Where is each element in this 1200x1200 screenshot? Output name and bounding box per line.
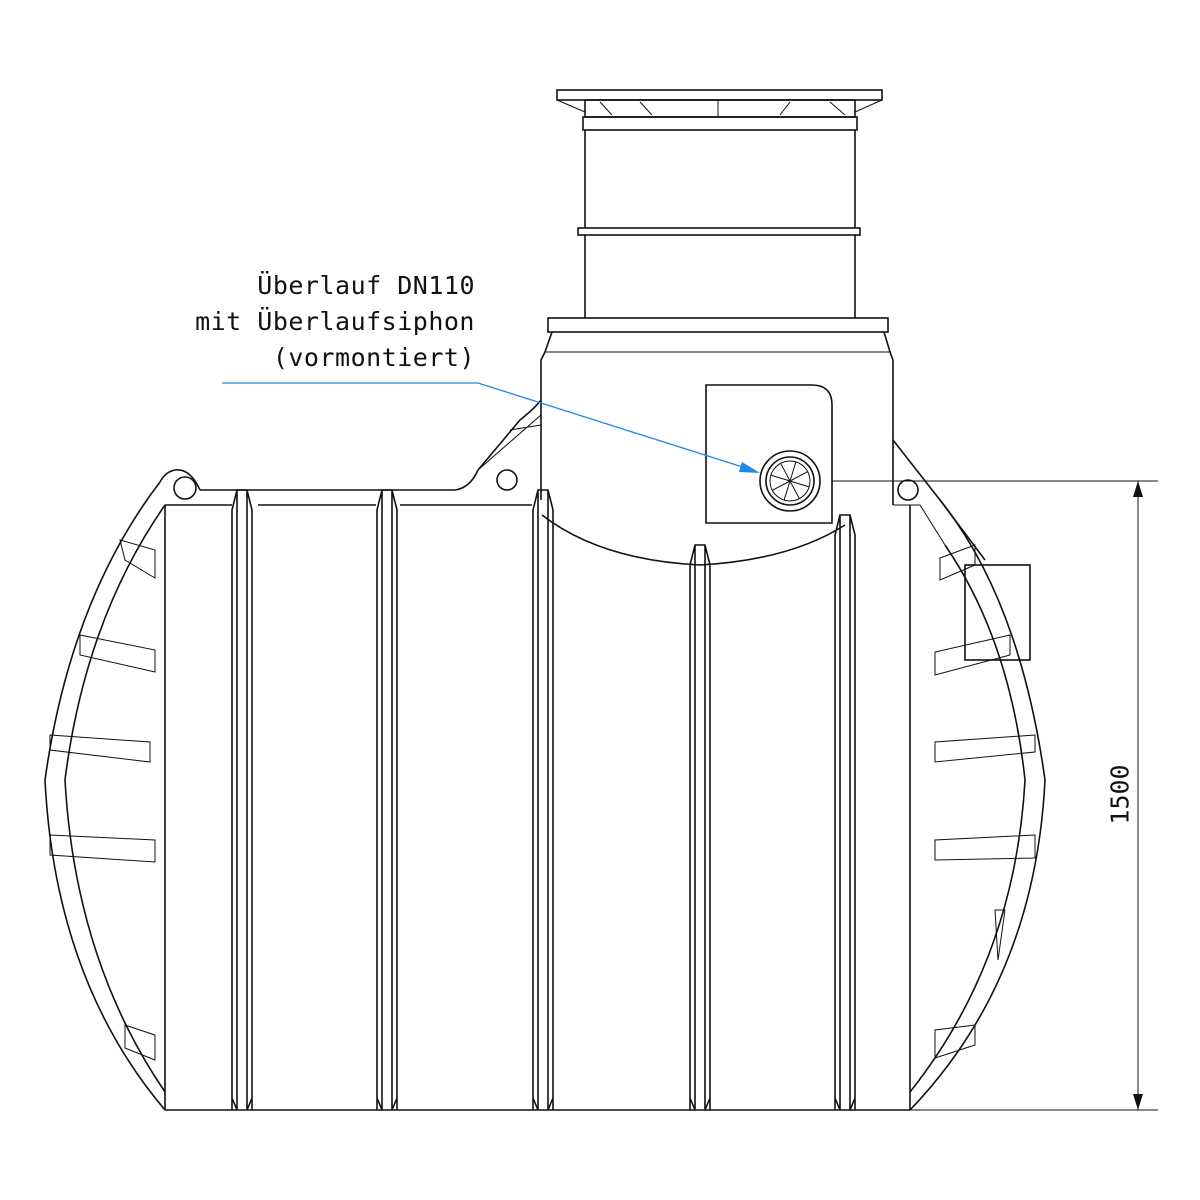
siphon-spoke xyxy=(772,480,791,491)
label-line-1: Überlauf DN110 xyxy=(257,271,475,300)
overflow-label: Überlauf DN110 mit Überlaufsiphon (vormo… xyxy=(160,268,475,376)
left-end-cap xyxy=(44,469,201,1111)
left-shoulder xyxy=(200,399,542,491)
siphon-spoke xyxy=(789,480,810,488)
siphon-spoke xyxy=(770,474,791,482)
overflow-connection xyxy=(705,384,833,524)
siphon-spoke xyxy=(789,461,797,482)
lifting-eye-right xyxy=(897,479,919,501)
height-dimension xyxy=(832,480,1158,1111)
dimension-value: 1500 xyxy=(1105,764,1135,825)
tank-body xyxy=(165,489,910,1111)
siphon-spoke xyxy=(789,471,808,482)
tank-rib xyxy=(231,489,253,1111)
tank-rib xyxy=(532,489,554,1111)
label-line-3: (vormontiert) xyxy=(272,343,475,372)
riser-shaft xyxy=(540,130,894,505)
tank-rib xyxy=(376,489,398,1111)
tank-rib xyxy=(834,514,856,1111)
annotation-leader xyxy=(222,382,760,473)
tank-rib xyxy=(689,544,711,1111)
lifting-eye-left-inner xyxy=(496,469,518,491)
siphon-spoke xyxy=(780,463,791,482)
right-end-cap xyxy=(909,499,1046,1111)
label-line-2: mit Überlaufsiphon xyxy=(195,307,475,336)
siphon-spoke xyxy=(783,480,791,501)
manhole-lid xyxy=(556,89,883,131)
siphon-spoke xyxy=(789,480,800,499)
